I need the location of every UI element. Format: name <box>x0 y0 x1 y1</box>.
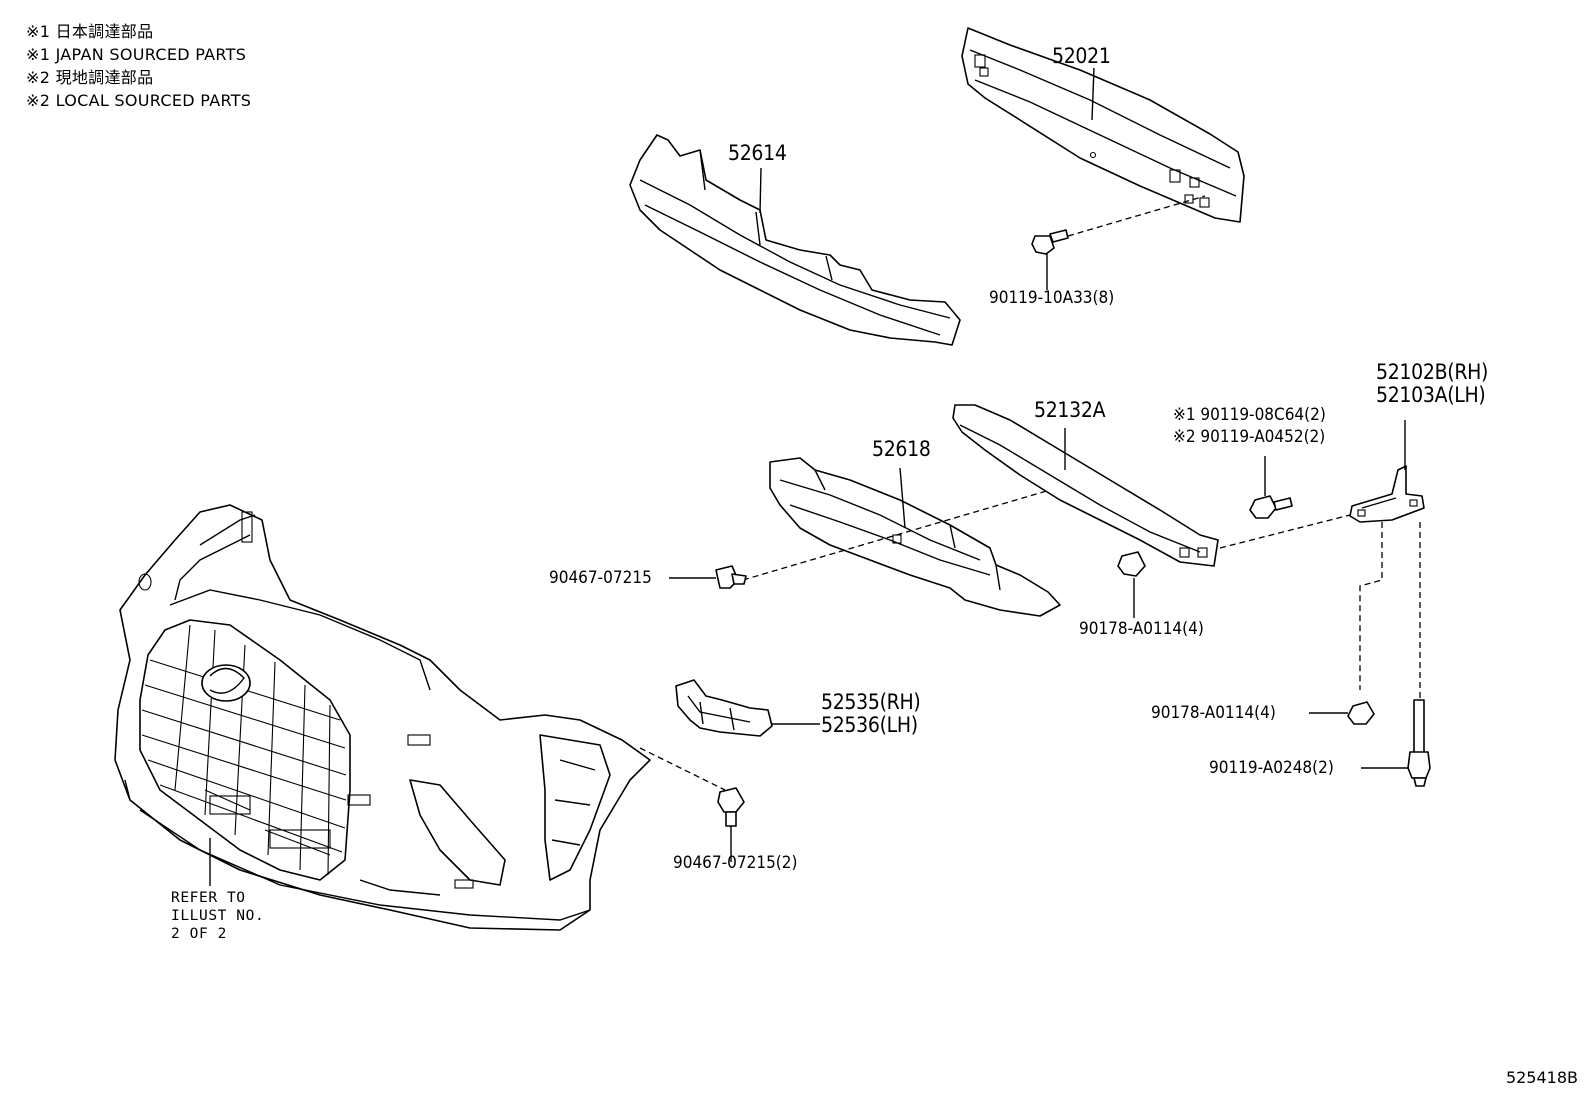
label-90467-07215-x2[interactable]: 90467-07215(2) <box>673 853 798 873</box>
label-52132A[interactable]: 52132A <box>1034 398 1106 422</box>
label-52535[interactable]: 52535(RH) <box>821 690 921 714</box>
clip-90467-07215[interactable] <box>715 565 747 589</box>
bolt-90119-A0248[interactable] <box>1407 699 1431 787</box>
label-52021[interactable]: 52021 <box>1052 44 1111 68</box>
part-52021-reinforcement[interactable] <box>961 27 1245 223</box>
part-52132A-lower-reinforcement[interactable] <box>952 404 1219 567</box>
label-90119-A0452[interactable]: ※2 90119-A0452(2) <box>1173 427 1326 447</box>
refer-line-1: REFER TO <box>171 890 246 906</box>
note-japan-en: ※1 JAPAN SOURCED PARTS <box>26 45 247 64</box>
label-90467-07215[interactable]: 90467-07215 <box>549 568 652 588</box>
nut-90178-A0114-upper[interactable] <box>1117 551 1146 577</box>
clip-90467-07215-x2[interactable] <box>717 787 745 827</box>
nut-90178-A0114-lower[interactable] <box>1347 701 1375 725</box>
bolt-90119-10A33[interactable] <box>1031 229 1069 255</box>
label-52102B[interactable]: 52102B(RH) <box>1376 360 1489 384</box>
illustration-number: 525418B <box>1505 1068 1578 1087</box>
label-52536[interactable]: 52536(LH) <box>821 713 918 737</box>
part-52618-lower-absorber[interactable] <box>769 457 1061 617</box>
label-90119-10A33[interactable]: 90119-10A33(8) <box>989 288 1115 308</box>
label-90119-08C64[interactable]: ※1 90119-08C64(2) <box>1173 405 1326 425</box>
note-japan-jp: ※1 日本調達部品 <box>26 22 154 41</box>
front-bumper-cover[interactable] <box>114 504 651 931</box>
refer-line-2: ILLUST NO. <box>171 908 265 924</box>
note-local-jp: ※2 現地調達部品 <box>26 68 154 87</box>
label-52618[interactable]: 52618 <box>872 437 931 461</box>
part-52614-absorber[interactable] <box>629 134 961 346</box>
label-90178-A0114-lower[interactable]: 90178-A0114(4) <box>1151 703 1276 723</box>
label-90178-A0114-upper[interactable]: 90178-A0114(4) <box>1079 619 1204 639</box>
sourcing-notes: ※1 日本調達部品 ※1 JAPAN SOURCED PARTS ※2 現地調達… <box>26 20 251 112</box>
bolt-90119-08C64[interactable] <box>1249 495 1293 519</box>
refer-line-3: 2 OF 2 <box>171 926 227 942</box>
label-90119-A0248[interactable]: 90119-A0248(2) <box>1209 758 1334 778</box>
refer-note: REFER TO ILLUST NO. 2 OF 2 <box>171 889 264 943</box>
bracket-52102B-52103A[interactable] <box>1349 465 1425 523</box>
label-52103A[interactable]: 52103A(LH) <box>1376 383 1486 407</box>
retainer-52535-52536[interactable] <box>675 679 773 737</box>
label-52614[interactable]: 52614 <box>728 141 787 165</box>
note-local-en: ※2 LOCAL SOURCED PARTS <box>26 91 252 110</box>
